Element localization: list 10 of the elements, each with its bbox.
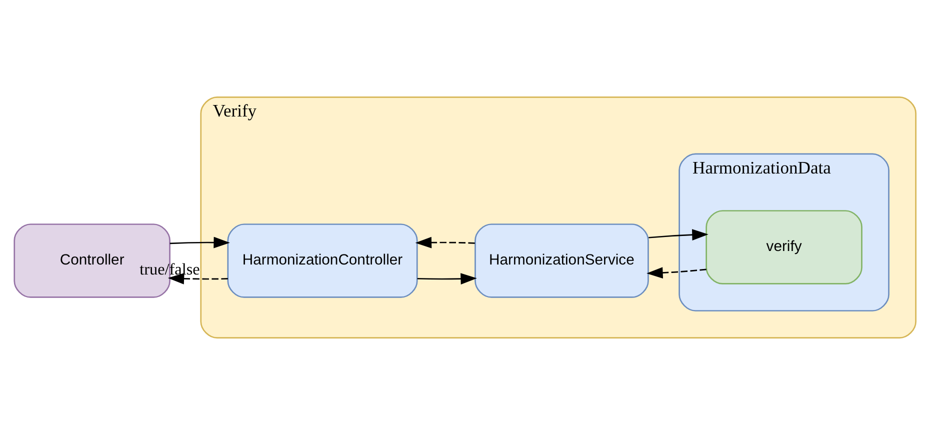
node-box: HarmonizationService — [474, 224, 649, 298]
arrow — [646, 267, 706, 278]
arrow — [417, 273, 477, 284]
arrow — [648, 229, 708, 240]
arrow — [168, 272, 228, 284]
node-box: HarmonizationController — [227, 224, 418, 298]
node-box: verify — [706, 210, 862, 284]
arrow — [170, 236, 230, 248]
arrow — [415, 236, 475, 248]
edge-label: true/false — [140, 260, 200, 278]
